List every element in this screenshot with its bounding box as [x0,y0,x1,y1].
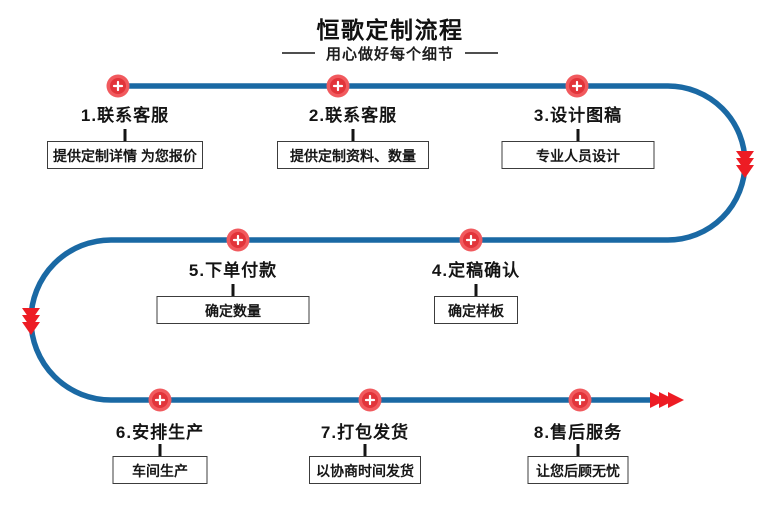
step-node-plus-icon [148,388,172,412]
step-node-plus-icon [568,388,592,412]
step-node-plus-icon [326,74,350,98]
step-note-box: 专业人员设计 [501,141,655,169]
label-box-connector [363,444,367,456]
step-label: 3.设计图稿 [533,106,623,125]
step-note-box: 车间生产 [112,456,208,484]
label-box-connector [576,129,580,141]
subtitle-left-dash [281,52,315,54]
step-note-box: 让您后顾无忧 [527,456,629,484]
step-node-plus-icon [565,74,589,98]
label-box-connector [351,129,355,141]
step-label: 2.联系客服 [308,106,398,125]
step-note-box: 提供定制详情 为您报价 [47,141,203,169]
step-label: 6.安排生产 [115,423,205,442]
triple-chevron-down-right-icon [736,151,754,178]
flow-line [28,83,748,403]
triple-chevron-down-left-icon [22,308,40,335]
label-box-connector [474,284,478,296]
step-label: 8.售后服务 [533,423,623,442]
triple-chevron-end-icon [650,392,684,408]
step-node-plus-icon [358,388,382,412]
subtitle-right-dash [465,52,498,54]
page-title: 恒歌定制流程 [316,17,464,43]
label-box-connector [123,129,127,141]
label-box-connector [576,444,580,456]
page-subtitle-text: 用心做好每个细节 [325,45,454,63]
step-note-box: 以协商时间发货 [309,456,421,484]
step-label: 4.定稿确认 [431,261,521,280]
step-node-plus-icon [459,228,483,252]
step-label: 5.下单付款 [188,261,278,280]
step-label: 7.打包发货 [320,423,410,442]
step-node-plus-icon [106,74,130,98]
step-label: 1.联系客服 [80,106,170,125]
step-note-box: 确定数量 [156,296,310,324]
page-subtitle: 用心做好每个细节 [0,44,780,63]
step-note-box: 提供定制资料、数量 [277,141,429,169]
label-box-connector [158,444,162,456]
label-box-connector [231,284,235,296]
step-nodes-layer [106,74,592,412]
step-note-box: 确定样板 [434,296,518,324]
step-node-plus-icon [226,228,250,252]
